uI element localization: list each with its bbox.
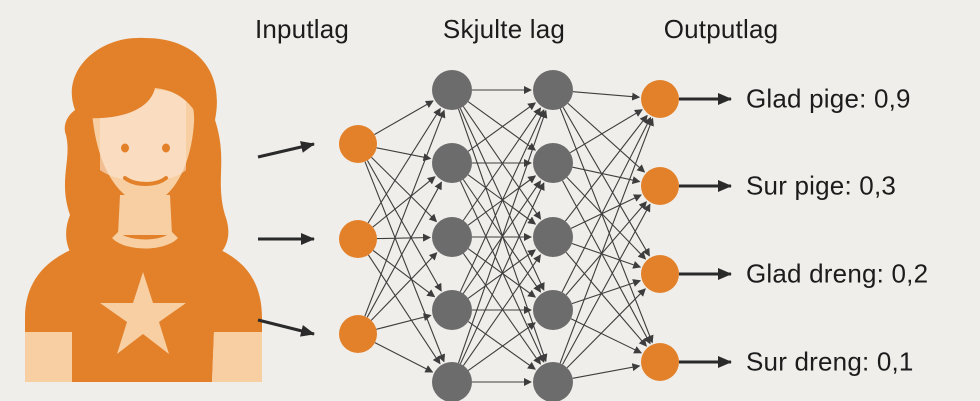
network-nodes xyxy=(339,70,679,401)
input-arrows xyxy=(257,141,315,337)
network-edge xyxy=(376,313,432,330)
hidden-node-layer-2 xyxy=(533,217,573,257)
hidden-node-layer-2 xyxy=(533,362,573,401)
output-label-sur-pige: Sur pige: 0,3 xyxy=(746,170,897,201)
person-illustration xyxy=(25,37,262,382)
hidden-node-layer-1 xyxy=(432,70,472,110)
network-edge xyxy=(572,91,641,101)
network-edge xyxy=(374,342,434,373)
output-node xyxy=(641,343,679,381)
network-edge xyxy=(561,116,651,293)
network-edge xyxy=(562,203,651,365)
network-edge xyxy=(462,107,542,221)
person-shirt-star xyxy=(100,272,186,354)
network-edge xyxy=(562,180,651,345)
hidden-node-layer-1 xyxy=(432,143,472,183)
network-edge xyxy=(570,318,642,354)
network-edge xyxy=(571,279,642,305)
network-edge xyxy=(467,321,536,370)
network-edge xyxy=(364,161,446,363)
person-smile xyxy=(123,176,168,186)
layer-title-hidden: Skjulte lag xyxy=(442,14,566,44)
network-edge xyxy=(367,107,441,224)
network-edge xyxy=(459,182,545,365)
network-edge xyxy=(565,251,647,347)
input-arrow xyxy=(257,141,315,159)
output-node xyxy=(641,167,679,205)
person-right-eye xyxy=(162,143,170,153)
network-edge xyxy=(566,288,646,369)
network-edge xyxy=(564,114,648,222)
input-node xyxy=(339,220,377,258)
network-edge xyxy=(570,194,642,229)
network-edge xyxy=(366,181,442,318)
hidden-node-layer-2 xyxy=(533,290,573,330)
person-left-eye xyxy=(121,143,129,153)
network-edge xyxy=(559,108,654,344)
network-edges xyxy=(364,86,654,386)
network-edge xyxy=(467,102,537,152)
output-label-glad-dreng: Glad dreng: 0,2 xyxy=(746,258,929,289)
input-arrow xyxy=(257,318,315,337)
hidden-node-layer-1 xyxy=(432,362,472,401)
hidden-node-layer-1 xyxy=(432,290,472,330)
network-edge xyxy=(567,102,646,173)
network-edge xyxy=(572,166,641,185)
output-label-sur-dreng: Sur dreng: 0,1 xyxy=(746,346,914,377)
person-left-arm xyxy=(25,332,72,382)
layer-title-input: Inputlag xyxy=(254,14,350,44)
layer-title-output: Outputlag xyxy=(663,14,779,44)
output-arrows xyxy=(679,93,732,368)
network-edge xyxy=(457,108,548,363)
network-edge xyxy=(566,177,647,260)
person-right-arm xyxy=(212,332,262,382)
network-edge xyxy=(462,254,541,366)
network-edge xyxy=(372,250,436,298)
network-edge xyxy=(364,109,446,317)
network-edge xyxy=(459,109,545,293)
network-edge xyxy=(370,252,438,321)
network-edge xyxy=(569,109,643,154)
network-edge xyxy=(467,101,537,151)
output-label-glad-pige: Glad pige: 0,9 xyxy=(746,83,911,114)
network-edge xyxy=(376,233,431,242)
input-node xyxy=(339,315,377,353)
input-node xyxy=(339,125,377,163)
network-edge xyxy=(372,176,436,228)
network-edge xyxy=(374,100,434,135)
network-edge xyxy=(467,174,537,225)
person-hair-fringe xyxy=(85,53,201,120)
network-edge xyxy=(367,254,441,365)
network-edge xyxy=(366,160,442,292)
network-edge xyxy=(559,117,654,364)
person-neck xyxy=(118,195,172,235)
hidden-node-layer-2 xyxy=(533,143,573,183)
output-node xyxy=(641,255,679,293)
person-collar xyxy=(112,232,178,249)
network-edge xyxy=(467,248,537,298)
network-edge xyxy=(467,322,536,371)
network-edge xyxy=(571,242,642,269)
network-edge xyxy=(376,147,432,162)
network-edge xyxy=(572,363,641,379)
network-edge xyxy=(459,180,545,363)
hidden-node-layer-2 xyxy=(533,70,573,110)
network-edge xyxy=(457,109,548,364)
network-edge xyxy=(565,201,647,296)
output-node xyxy=(641,80,679,118)
network-edge xyxy=(462,253,541,365)
hidden-node-layer-1 xyxy=(432,217,472,257)
